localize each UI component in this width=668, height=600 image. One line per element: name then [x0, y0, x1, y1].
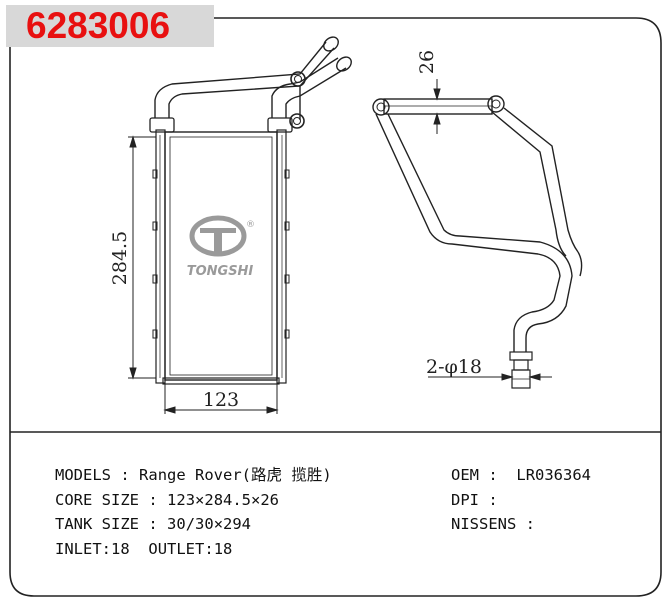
sheet-border	[9, 17, 662, 597]
separator: :	[525, 515, 536, 533]
nissens-row: NISSENS :	[451, 512, 591, 537]
separator: :	[120, 466, 130, 484]
separator: :	[488, 490, 498, 509]
height-label: 284.5	[109, 231, 131, 285]
core-size-label: CORE SIZE	[55, 490, 139, 509]
tank-size-label: TANK SIZE	[55, 515, 139, 533]
models-label: MODELS	[55, 466, 111, 484]
brand-name: TONGSHI	[187, 264, 254, 279]
outlet-label: OUTLET	[148, 539, 205, 558]
nissens-label: NISSENS	[451, 515, 517, 533]
outlet-pipe	[271, 57, 339, 118]
tank-size-value: 30/30×294	[167, 515, 252, 533]
core-size-value: 123×284.5×26	[167, 490, 280, 509]
outlet-value: 18	[213, 539, 233, 558]
spec-list: MODELS : Range Rover(路虎 揽胜) CORE SIZE : …	[55, 463, 332, 561]
pipe-label: 2-φ18	[426, 356, 482, 378]
models-row: MODELS : Range Rover(路虎 揽胜)	[55, 463, 332, 488]
oem-label: OEM	[451, 466, 479, 484]
dpi-row: DPI :	[451, 488, 591, 513]
inlet-value: 18	[111, 539, 130, 558]
registered-mark: ®	[246, 220, 255, 230]
separator: :	[488, 466, 498, 484]
inlet-pipe	[154, 41, 327, 118]
separator: :	[148, 515, 158, 533]
thickness-label: 26	[416, 50, 438, 74]
left-tank	[155, 129, 166, 384]
tongshi-logo: ® TONGSHI	[187, 215, 255, 279]
width-label: 123	[203, 389, 239, 411]
part-number: 6283006	[6, 5, 214, 47]
inlet-label: INLET	[55, 539, 102, 558]
reference-list: OEM : LR036364 DPI : NISSENS :	[451, 463, 591, 537]
core-size-row: CORE SIZE : 123×284.5×26	[55, 488, 332, 513]
oem-row: OEM : LR036364	[451, 463, 591, 488]
front-view	[149, 36, 352, 385]
separator: :	[148, 490, 158, 509]
right-tank	[276, 129, 287, 384]
dpi-label: DPI	[451, 490, 479, 509]
tank-size-row: TANK SIZE : 30/30×294	[55, 512, 332, 537]
width-dimension	[163, 384, 279, 414]
height-dimension	[128, 135, 156, 380]
inlet-outlet-row: INLET:18 OUTLET:18	[55, 539, 233, 558]
side-view	[372, 95, 583, 389]
models-value: Range Rover(路虎 揽胜)	[139, 466, 332, 484]
thickness-dimension	[388, 79, 442, 134]
oem-value: LR036364	[516, 466, 592, 484]
pipe-dimension	[428, 373, 552, 381]
